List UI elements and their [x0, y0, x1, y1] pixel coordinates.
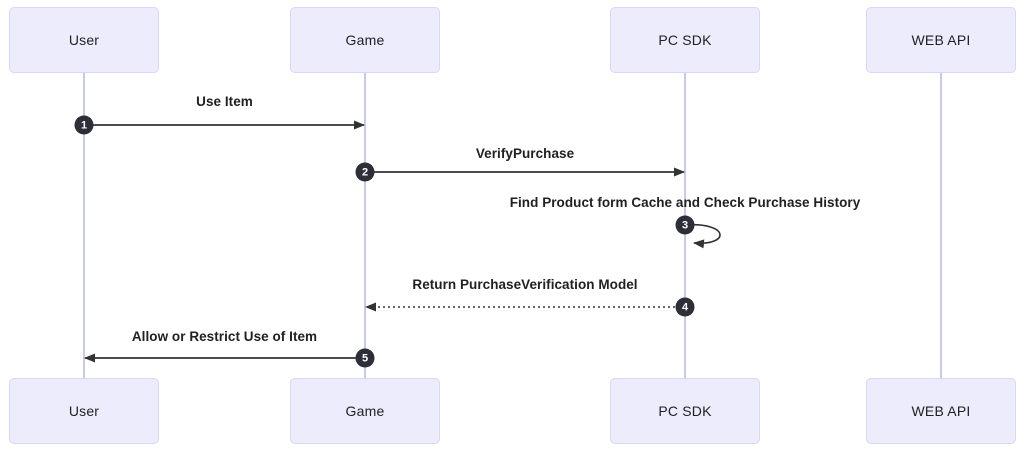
actor-webapi-bottom[interactable]: WEB API [866, 378, 1016, 444]
message-3-self-loop [684, 224, 721, 249]
message-label-3: Find Product form Cache and Check Purcha… [509, 195, 861, 210]
actor-label-game: Game [345, 403, 385, 419]
actor-label-webapi: WEB API [911, 32, 971, 48]
sequence-number-3: 3 [675, 215, 695, 235]
actor-label-pcsdk: PC SDK [658, 32, 712, 48]
sequence-number-2: 2 [355, 162, 375, 182]
message-label-1: Use Item [196, 94, 253, 109]
actor-label-webapi: WEB API [911, 403, 971, 419]
actor-label-game: Game [345, 32, 385, 48]
actor-game-bottom[interactable]: Game [290, 378, 440, 444]
actor-pcsdk-top[interactable]: PC SDK [610, 7, 760, 73]
message-label-5: Allow or Restrict Use of Item [131, 329, 318, 344]
actor-label-user: User [68, 32, 100, 48]
actor-user-bottom[interactable]: User [9, 378, 159, 444]
actor-pcsdk-bottom[interactable]: PC SDK [610, 378, 760, 444]
sequence-number-5: 5 [355, 348, 375, 368]
sequence-number-4: 4 [675, 297, 695, 317]
actor-label-pcsdk: PC SDK [658, 403, 712, 419]
actor-user-top[interactable]: User [9, 7, 159, 73]
actor-label-user: User [68, 403, 100, 419]
lifeline-user [83, 73, 85, 378]
message-label-4: Return PurchaseVerification Model [412, 277, 638, 292]
sequence-number-1: 1 [74, 115, 94, 135]
lifeline-game [364, 73, 366, 378]
message-label-2: VerifyPurchase [475, 146, 575, 161]
actor-webapi-top[interactable]: WEB API [866, 7, 1016, 73]
actor-game-top[interactable]: Game [290, 7, 440, 73]
lifeline-webapi [940, 73, 942, 378]
